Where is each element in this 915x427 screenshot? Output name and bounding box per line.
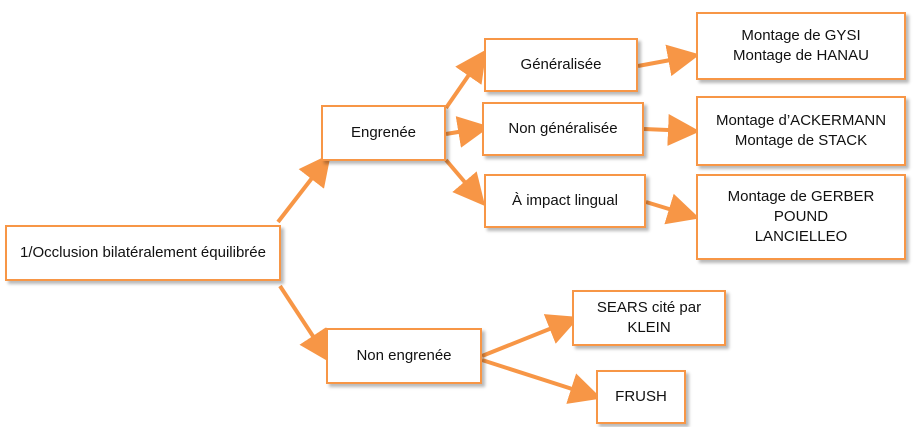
node-root-label: 1/Occlusion bilatéralement équilibrée: [20, 244, 266, 261]
arrow-root-to-engrenee: [276, 153, 331, 224]
node-gerber-pound: Montage de GERBER POUND LANCIELLEO: [696, 174, 906, 260]
node-ackermann-stack: Montage d’ACKERMANN Montage de STACK: [696, 96, 906, 166]
node-root: 1/Occlusion bilatéralement équilibrée: [5, 225, 281, 281]
node-impact-lingual-label: À impact lingual: [512, 192, 618, 209]
node-gerber-pound-line-3: LANCIELLEO: [754, 228, 848, 245]
arrow-impact-lingual-to-gerber: [645, 193, 700, 225]
node-generalisee: Généralisée: [484, 38, 638, 92]
node-sears-klein-line-1: SEARS cité par: [596, 299, 702, 316]
node-non-engrenee: Non engrenée: [326, 328, 482, 384]
arrow-engrenee-to-non-generalisee: [445, 116, 490, 148]
arrow-non-engrenee-to-sears: [481, 314, 580, 358]
node-sears-klein-line-2: KLEIN: [627, 319, 671, 336]
node-ackermann-stack-line-2: Montage de STACK: [734, 132, 868, 149]
node-frush: FRUSH: [596, 370, 686, 424]
node-gysi-hanau-line-2: Montage de HANAU: [733, 47, 869, 64]
node-non-generalisee: Non généralisée: [482, 102, 644, 156]
arrow-engrenee-to-impact-lingual: [444, 158, 486, 207]
node-frush-label: FRUSH: [615, 388, 667, 405]
node-gerber-pound-line-1: Montage de GERBER: [727, 188, 875, 205]
node-gerber-pound-line-2: POUND: [773, 208, 829, 225]
node-engrenee: Engrenée: [321, 105, 446, 161]
arrow-non-generalisee-to-ackermann: [643, 114, 700, 146]
node-engrenee-label: Engrenée: [350, 124, 417, 141]
arrow-root-to-non-engrenee: [278, 284, 331, 363]
node-ackermann-stack-line-1: Montage d’ACKERMANN: [715, 112, 887, 129]
node-gysi-hanau-line-1: Montage de GYSI: [741, 27, 861, 44]
arrow-non-engrenee-to-frush: [481, 358, 602, 404]
node-impact-lingual: À impact lingual: [484, 174, 646, 228]
node-sears-klein: SEARS cité par KLEIN: [572, 290, 726, 346]
arrow-generalisee-to-gysi: [637, 44, 700, 77]
node-generalisee-label: Généralisée: [520, 56, 602, 73]
node-non-engrenee-label: Non engrenée: [356, 347, 452, 364]
node-gysi-hanau: Montage de GYSI Montage de HANAU: [696, 12, 906, 80]
node-non-generalisee-label: Non généralisée: [508, 120, 618, 137]
arrow-engrenee-to-generalisee: [444, 49, 487, 110]
